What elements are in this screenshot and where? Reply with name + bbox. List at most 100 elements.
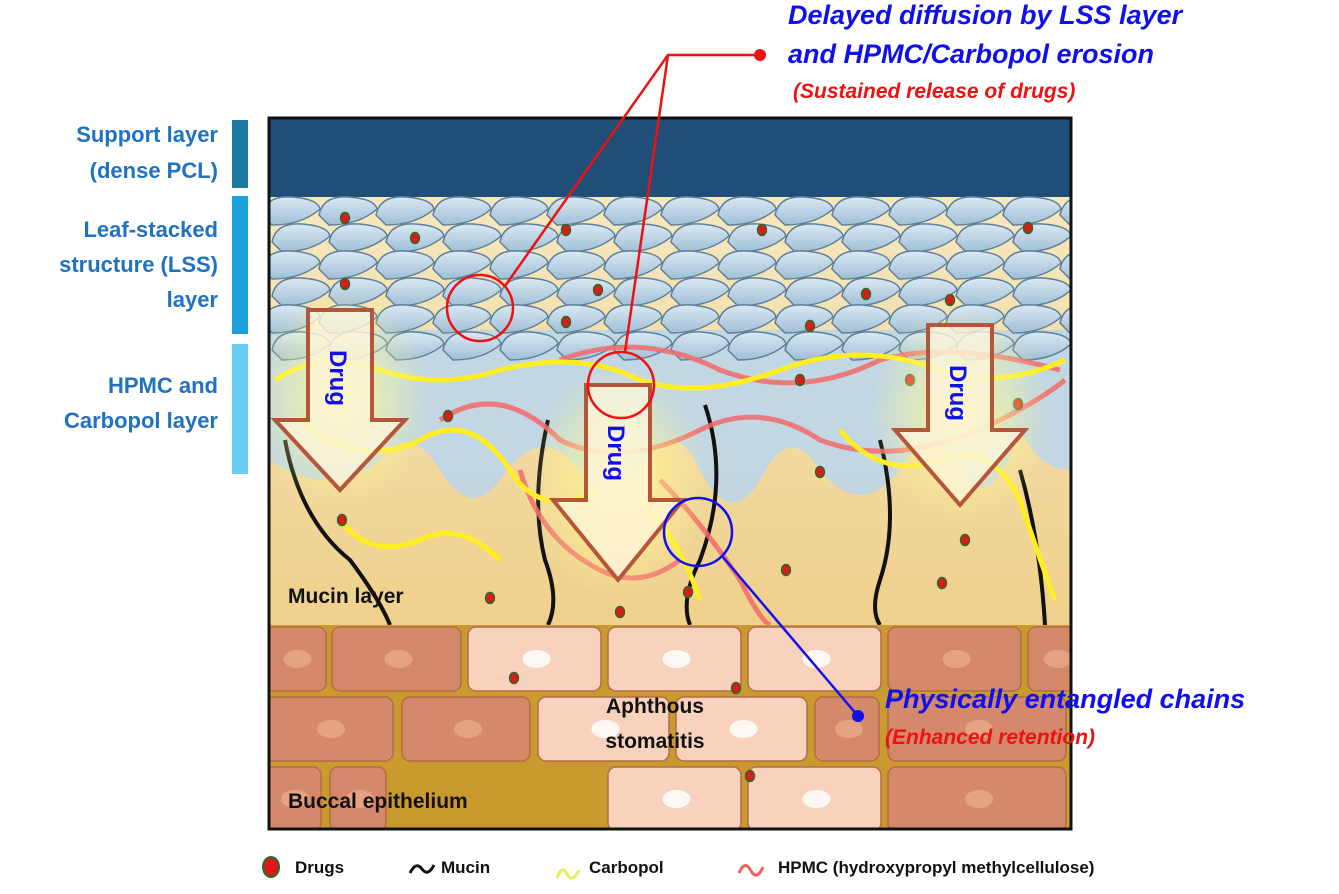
drug-particles xyxy=(336,211,1034,783)
aphthous-label-2: stomatitis xyxy=(605,730,704,753)
drug-particle xyxy=(860,287,872,301)
leaf-scale xyxy=(898,277,958,307)
diffusion-callout xyxy=(445,53,760,420)
lss-label-1: Leaf-stacked xyxy=(83,217,218,242)
drug-particle xyxy=(959,533,971,547)
leaf-scale xyxy=(499,331,559,361)
leaf-scale xyxy=(888,196,948,226)
leaf-scale xyxy=(831,250,891,280)
leaf-scale xyxy=(375,250,435,280)
leaf-scale xyxy=(945,196,1005,226)
leaf-scale xyxy=(489,304,549,334)
cell-nucleus xyxy=(729,720,758,738)
cell-nucleus xyxy=(965,720,993,738)
cell-nucleus xyxy=(283,650,312,668)
aphthous-label-1: Aphthous xyxy=(606,695,704,718)
leaf-scale xyxy=(1059,253,1070,280)
leaf-scale xyxy=(955,277,1015,307)
buccal-label: Buccal epithelium xyxy=(288,790,468,813)
leaf-scale xyxy=(442,223,502,253)
leaf-scale xyxy=(328,223,388,253)
leaf-scale xyxy=(660,250,720,280)
cell-nucleus xyxy=(802,790,831,808)
drug-particle xyxy=(484,591,496,605)
hpmc-layer-bar xyxy=(232,344,248,474)
leaf-scale xyxy=(1069,293,1070,298)
cell-nucleus xyxy=(662,650,691,668)
cell-nucleus xyxy=(662,790,691,808)
carbopol-chain xyxy=(338,518,502,562)
leaf-scale xyxy=(556,331,616,361)
drug-particle xyxy=(780,563,792,577)
buccal-epithelium-cells xyxy=(270,625,1070,828)
leaf-scale xyxy=(271,223,331,253)
leaf-scale xyxy=(717,196,777,226)
mucin-layer-label: Mucin layer xyxy=(288,585,404,608)
cell-nucleus xyxy=(802,650,831,668)
leaf-scale xyxy=(546,250,606,280)
leaf-scale xyxy=(727,277,787,307)
leaf-scale xyxy=(1002,304,1062,334)
drug-particle xyxy=(339,211,351,225)
hpmc-label-2: Carbopol layer xyxy=(64,408,218,433)
drug-particle xyxy=(560,223,572,237)
leaf-scale xyxy=(898,223,958,253)
diffusion-sub: (Sustained release of drugs) xyxy=(793,80,1075,103)
diffusion-line1: Delayed diffusion by LSS layer xyxy=(788,0,1184,30)
leaf-scale xyxy=(1059,307,1070,334)
leaf-scale xyxy=(670,277,730,307)
diffusion-callout-dot xyxy=(754,49,766,61)
leaf-scale xyxy=(613,223,673,253)
mucin-chain xyxy=(684,404,719,626)
leaf-scale xyxy=(945,250,1005,280)
cell-nucleus xyxy=(942,650,971,668)
legend-drugs: Drugs xyxy=(295,858,344,877)
legend: Drugs Mucin Carbopol HPMC (hydroxypropyl… xyxy=(262,856,1094,880)
leaf-scale xyxy=(717,304,777,334)
drug-particle xyxy=(804,319,816,333)
lss-layer-bar xyxy=(232,196,248,334)
drug-arrow-label: Drug xyxy=(602,425,629,481)
legend-hpmc: HPMC (hydroxypropyl methylcellulose) xyxy=(778,858,1094,877)
lss-label-2: structure (LSS) xyxy=(59,252,218,277)
leaf-scale xyxy=(774,196,834,226)
drug-arrow xyxy=(270,308,410,493)
leaf-scale xyxy=(318,196,378,226)
drug-particle xyxy=(339,277,351,291)
leaf-scale xyxy=(841,277,901,307)
drug-particle xyxy=(1022,221,1034,235)
lss-label-3: layer xyxy=(167,287,219,312)
drug-particle xyxy=(442,409,454,423)
support-layer xyxy=(270,119,1070,197)
leaf-scale xyxy=(270,196,321,226)
legend-mucin: Mucin xyxy=(441,858,490,877)
drug-icon xyxy=(262,856,280,878)
leaf-scale xyxy=(955,223,1015,253)
leaf-scale xyxy=(270,250,321,280)
leaf-scale xyxy=(831,196,891,226)
drug-particle xyxy=(336,513,348,527)
drug-particle xyxy=(936,576,948,590)
support-layer-bar xyxy=(232,120,248,188)
support-label-1: Support layer xyxy=(76,122,218,147)
cell-nucleus xyxy=(346,790,374,808)
entangled-sub: (Enhanced retention) xyxy=(885,726,1095,749)
leaf-scale xyxy=(670,331,730,361)
drug-arrow-label: Drug xyxy=(944,365,971,421)
leaf-scale xyxy=(432,250,492,280)
leaf-scale xyxy=(774,250,834,280)
cell-nucleus xyxy=(384,650,413,668)
drug-particle xyxy=(592,283,604,297)
leaf-scale xyxy=(1002,196,1062,226)
drug-particle xyxy=(756,223,768,237)
entangled-callout xyxy=(662,496,859,717)
leaf-scale xyxy=(603,304,663,334)
cell-nucleus xyxy=(522,650,551,668)
leaf-scale xyxy=(1002,250,1062,280)
support-label-2: (dense PCL) xyxy=(90,158,218,183)
drug-particle xyxy=(508,671,520,685)
leaf-scale xyxy=(385,277,445,307)
cell-nucleus xyxy=(965,790,993,808)
leaf-scale xyxy=(1069,347,1070,352)
